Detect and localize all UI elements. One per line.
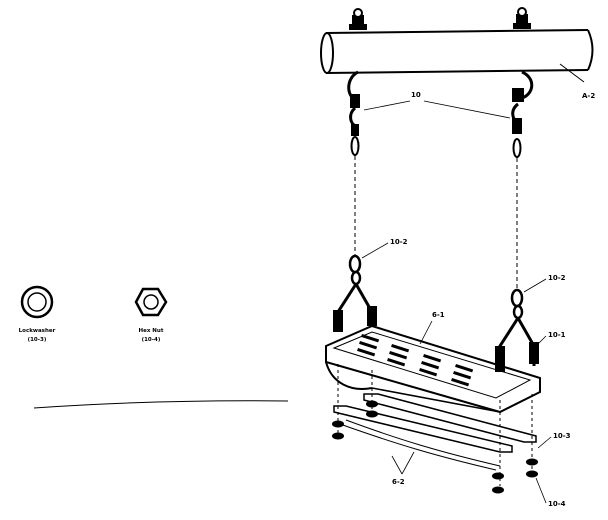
support-straps xyxy=(333,393,537,471)
chain-assembly-label: 10 xyxy=(411,91,421,99)
hex-nut-name: Hex Nut xyxy=(139,328,164,334)
label-chain-assembly: 10 xyxy=(363,91,511,119)
lockwasher-code: (10-3) xyxy=(28,337,47,343)
beam-bolt-right xyxy=(513,7,531,29)
hanger-right xyxy=(495,317,539,372)
s-hook-left xyxy=(348,254,362,286)
s-hook-right xyxy=(510,288,524,320)
s-hook-left-label: 10-2 xyxy=(390,238,408,246)
support-straps-label: 6-2 xyxy=(392,478,405,486)
seat-slots xyxy=(357,334,474,387)
hex-nut-code: (10-4) xyxy=(142,337,161,343)
hanger-left xyxy=(333,283,377,332)
swing-seat xyxy=(325,324,541,414)
swing-beam xyxy=(320,29,594,83)
lockwasher-name: Lockwasher xyxy=(19,328,56,334)
beam-bolt-left xyxy=(349,8,367,30)
lockwasher-legend: Lockwasher (10-3) xyxy=(19,285,56,343)
lower-fasteners xyxy=(332,400,538,494)
hanger-label: 10-1 xyxy=(548,331,566,339)
seat-label: 6-1 xyxy=(432,311,445,319)
ground-line xyxy=(33,400,289,409)
lockwasher-part-label: 10-3 xyxy=(553,432,571,440)
swing-ropes xyxy=(354,156,518,288)
chain-hook-right xyxy=(511,70,534,158)
bolt-guides xyxy=(337,364,533,486)
chain-hook-left xyxy=(347,70,360,156)
s-hook-right-label: 10-2 xyxy=(548,274,566,282)
hex-nut-legend: Hex Nut (10-4) xyxy=(134,287,168,343)
beam-label: A-2 xyxy=(582,92,595,100)
hex-nut-part-label: 10-4 xyxy=(548,500,566,508)
